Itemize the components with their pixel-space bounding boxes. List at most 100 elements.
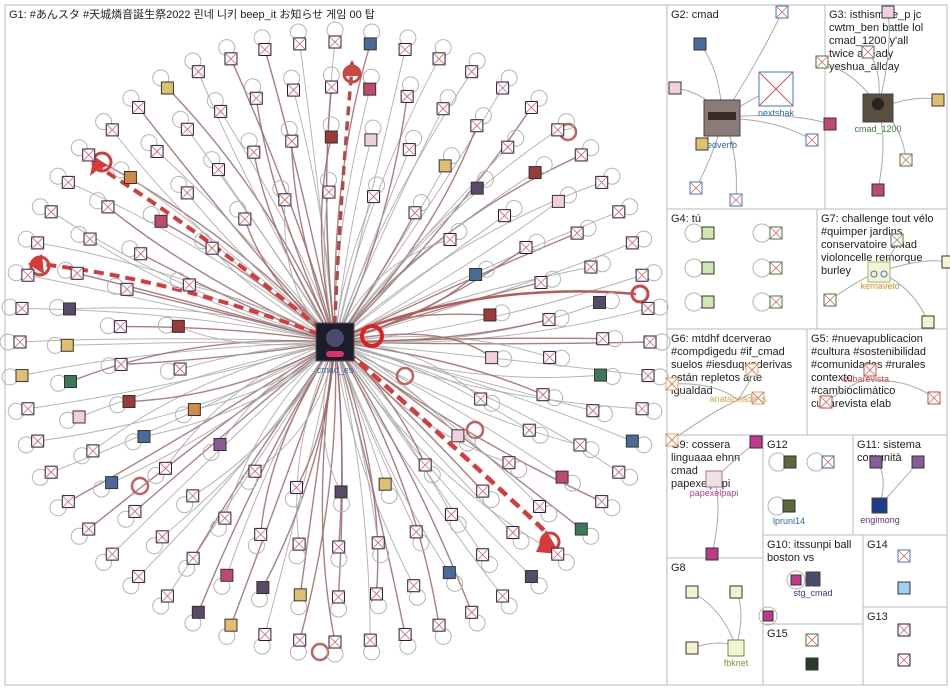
node[interactable] bbox=[293, 633, 307, 647]
node[interactable] bbox=[363, 633, 377, 647]
node[interactable] bbox=[612, 205, 626, 219]
node[interactable] bbox=[701, 226, 715, 240]
node[interactable] bbox=[332, 540, 346, 554]
node[interactable] bbox=[137, 430, 151, 444]
node[interactable] bbox=[749, 435, 763, 449]
node[interactable] bbox=[586, 404, 600, 418]
node[interactable] bbox=[524, 570, 538, 584]
node[interactable] bbox=[823, 117, 837, 131]
node[interactable] bbox=[369, 587, 383, 601]
node[interactable] bbox=[693, 37, 707, 51]
node[interactable] bbox=[249, 91, 263, 105]
node[interactable] bbox=[596, 332, 610, 346]
node[interactable] bbox=[641, 301, 655, 315]
node[interactable] bbox=[83, 232, 97, 246]
node[interactable] bbox=[519, 240, 533, 254]
node[interactable] bbox=[685, 641, 699, 655]
node[interactable] bbox=[113, 320, 127, 334]
node[interactable] bbox=[173, 362, 187, 376]
node[interactable] bbox=[418, 458, 432, 472]
node[interactable] bbox=[328, 635, 342, 649]
node[interactable] bbox=[220, 568, 234, 582]
g11-node-engimong[interactable]: engimong bbox=[860, 497, 900, 525]
node[interactable] bbox=[322, 185, 336, 199]
g10-node-stg-cmad[interactable]: stg_cmad bbox=[793, 571, 833, 598]
g7-node-kernavelo[interactable]: kernavelo bbox=[860, 261, 900, 291]
node[interactable] bbox=[331, 590, 345, 604]
node[interactable] bbox=[476, 484, 490, 498]
node[interactable] bbox=[248, 464, 262, 478]
node[interactable] bbox=[442, 566, 456, 580]
node[interactable] bbox=[551, 194, 565, 208]
node[interactable] bbox=[483, 308, 497, 322]
node[interactable] bbox=[363, 82, 377, 96]
node[interactable] bbox=[254, 527, 268, 541]
node[interactable] bbox=[769, 261, 783, 275]
node[interactable] bbox=[819, 395, 833, 409]
node[interactable] bbox=[501, 140, 515, 154]
node[interactable] bbox=[689, 181, 703, 195]
node[interactable] bbox=[15, 369, 29, 383]
node[interactable] bbox=[863, 363, 877, 377]
node[interactable] bbox=[701, 261, 715, 275]
node[interactable] bbox=[402, 143, 416, 157]
node[interactable] bbox=[324, 130, 338, 144]
node[interactable] bbox=[123, 170, 137, 184]
node[interactable] bbox=[769, 226, 783, 240]
node[interactable] bbox=[238, 212, 252, 226]
node[interactable] bbox=[120, 282, 134, 296]
node[interactable] bbox=[470, 119, 484, 133]
node[interactable] bbox=[218, 511, 232, 525]
node[interactable] bbox=[496, 81, 510, 95]
node[interactable] bbox=[72, 410, 86, 424]
node[interactable] bbox=[729, 585, 743, 599]
node[interactable] bbox=[635, 268, 649, 282]
hub-node[interactable]: cmad_es bbox=[315, 322, 355, 375]
node[interactable] bbox=[451, 429, 465, 443]
node[interactable] bbox=[861, 45, 875, 59]
node[interactable] bbox=[186, 551, 200, 565]
node[interactable] bbox=[60, 338, 74, 352]
g3-node-cmad-1200[interactable]: cmad_1200 bbox=[854, 93, 902, 134]
node[interactable] bbox=[911, 455, 925, 469]
node[interactable] bbox=[805, 657, 819, 671]
node[interactable] bbox=[150, 144, 164, 158]
node[interactable] bbox=[82, 148, 96, 162]
node[interactable] bbox=[180, 186, 194, 200]
node[interactable] bbox=[105, 123, 119, 137]
node[interactable] bbox=[465, 65, 479, 79]
node[interactable] bbox=[593, 368, 607, 382]
node[interactable] bbox=[443, 232, 457, 246]
g8-node-fbknet[interactable]: fbknet bbox=[724, 639, 749, 668]
node[interactable] bbox=[542, 313, 556, 327]
node[interactable] bbox=[821, 455, 835, 469]
node[interactable] bbox=[398, 627, 412, 641]
g12-node-lpruni14[interactable]: lpruni14 bbox=[773, 516, 805, 526]
node[interactable] bbox=[436, 102, 450, 116]
node[interactable] bbox=[584, 260, 598, 274]
node[interactable] bbox=[371, 536, 385, 550]
node[interactable] bbox=[398, 43, 412, 57]
node[interactable] bbox=[555, 470, 569, 484]
node[interactable] bbox=[182, 278, 196, 292]
node[interactable] bbox=[214, 104, 228, 118]
node[interactable] bbox=[574, 522, 588, 536]
node[interactable] bbox=[701, 295, 715, 309]
node[interactable] bbox=[522, 423, 536, 437]
node[interactable] bbox=[258, 43, 272, 57]
node[interactable] bbox=[869, 455, 883, 469]
node[interactable] bbox=[105, 547, 119, 561]
node[interactable] bbox=[287, 83, 301, 97]
node[interactable] bbox=[595, 495, 609, 509]
node[interactable] bbox=[293, 588, 307, 602]
node[interactable] bbox=[61, 495, 75, 509]
node[interactable] bbox=[762, 610, 774, 622]
node[interactable] bbox=[191, 605, 205, 619]
node[interactable] bbox=[101, 200, 115, 214]
node[interactable] bbox=[132, 570, 146, 584]
node[interactable] bbox=[256, 581, 270, 595]
node[interactable] bbox=[881, 5, 895, 19]
node[interactable] bbox=[128, 504, 142, 518]
node[interactable] bbox=[132, 100, 146, 114]
node[interactable] bbox=[15, 301, 29, 315]
